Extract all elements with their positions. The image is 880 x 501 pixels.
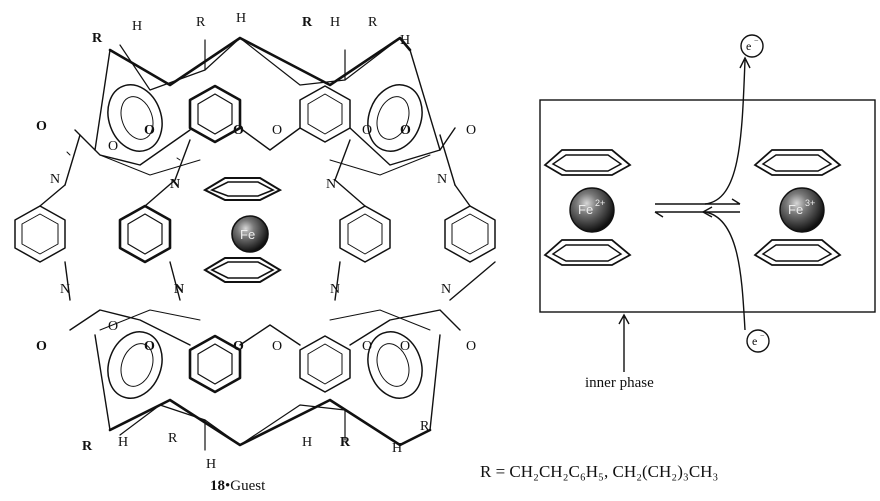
redox-scheme bbox=[539, 34, 876, 372]
atom-labels: R H R H R H R H O O O O O O O O N N N N … bbox=[36, 11, 476, 472]
lower-aryl-ring-3 bbox=[107, 331, 163, 399]
upper-aryl-ring-3 bbox=[107, 84, 163, 152]
guest-fe-label: Fe bbox=[240, 227, 255, 242]
atom-R: R bbox=[340, 435, 351, 450]
atom-O: O bbox=[144, 339, 155, 354]
atom-N: N bbox=[170, 177, 180, 192]
compound-suffix: •Guest bbox=[225, 478, 266, 494]
atom-O: O bbox=[400, 339, 410, 354]
iron-sphere-fe2 bbox=[569, 187, 615, 233]
atom-R: R bbox=[168, 431, 178, 446]
atom-O: O bbox=[466, 339, 476, 354]
fe2-symbol: Fe bbox=[578, 202, 593, 217]
atom-H: H bbox=[400, 33, 410, 48]
atom-N: N bbox=[441, 282, 451, 297]
fe3-charge: 3+ bbox=[805, 198, 815, 208]
reverse-arrow bbox=[654, 211, 740, 218]
compound-number: 18 bbox=[210, 478, 225, 494]
inner-phase-label: inner phase bbox=[585, 375, 654, 391]
atom-R: R bbox=[420, 419, 430, 434]
atom-O: O bbox=[362, 123, 372, 138]
atom-N: N bbox=[326, 177, 336, 192]
upper-aryl-ring-4 bbox=[367, 84, 423, 152]
atom-R: R bbox=[92, 31, 103, 46]
electron-in-arrow bbox=[704, 211, 746, 331]
inner-phase-pointer bbox=[618, 313, 630, 372]
fe2-charge: 2+ bbox=[595, 198, 605, 208]
atom-O: O bbox=[36, 339, 47, 354]
atom-R: R bbox=[368, 15, 378, 30]
lower-aryl-ring-2 bbox=[299, 335, 351, 393]
atom-R: R bbox=[82, 439, 93, 454]
atom-R: R bbox=[196, 15, 206, 30]
atom-H: H bbox=[236, 11, 246, 26]
substituent-definition: R = CH₂CH₂C₆H₅, CH₂(CH₂)₃CH₃ bbox=[480, 462, 719, 481]
atom-H: H bbox=[302, 435, 312, 450]
atom-H: H bbox=[206, 457, 216, 472]
lower-aryl-ring-4 bbox=[367, 331, 423, 399]
lower-aryl-ring-1 bbox=[188, 334, 242, 394]
electron-circle-top bbox=[740, 34, 764, 58]
electron-circle-bottom bbox=[746, 329, 770, 353]
atom-H: H bbox=[330, 15, 340, 30]
atom-O: O bbox=[108, 319, 118, 334]
atom-N: N bbox=[174, 282, 184, 297]
atom-N: N bbox=[60, 282, 70, 297]
atom-O: O bbox=[272, 339, 282, 354]
forward-arrow bbox=[655, 198, 741, 205]
atom-O: O bbox=[108, 139, 118, 154]
atom-O: O bbox=[144, 123, 155, 138]
atom-N: N bbox=[330, 282, 340, 297]
carcerand-structure bbox=[14, 36, 496, 451]
electron-labels: e − e − bbox=[746, 36, 765, 348]
atom-O: O bbox=[233, 123, 244, 138]
iron-sphere-fe3 bbox=[779, 187, 825, 233]
electron-top-charge: − bbox=[754, 36, 759, 45]
compound-caption: 18•Guest bbox=[210, 478, 265, 495]
iron-sphere-guest bbox=[231, 215, 269, 253]
atom-O: O bbox=[466, 123, 476, 138]
atom-N: N bbox=[50, 172, 60, 187]
electron-top-symbol: e bbox=[746, 39, 751, 53]
atom-O: O bbox=[272, 123, 282, 138]
atom-O: O bbox=[233, 339, 244, 354]
atom-O: O bbox=[36, 119, 47, 134]
atom-H: H bbox=[392, 441, 402, 456]
fe3-symbol: Fe bbox=[788, 202, 803, 217]
atom-O: O bbox=[362, 339, 372, 354]
electron-bottom-symbol: e bbox=[752, 334, 757, 348]
atom-H: H bbox=[118, 435, 128, 450]
metal-labels: Fe Fe 2+ Fe 3+ bbox=[240, 198, 815, 242]
atom-O: O bbox=[400, 123, 411, 138]
electron-bottom-charge: − bbox=[760, 331, 765, 340]
electron-out-arrow bbox=[704, 59, 746, 205]
atom-R: R bbox=[302, 15, 313, 30]
atom-H: H bbox=[132, 19, 142, 34]
ferrocene-guest bbox=[202, 177, 283, 283]
atom-N: N bbox=[437, 172, 447, 187]
inner-phase-box bbox=[539, 99, 876, 313]
